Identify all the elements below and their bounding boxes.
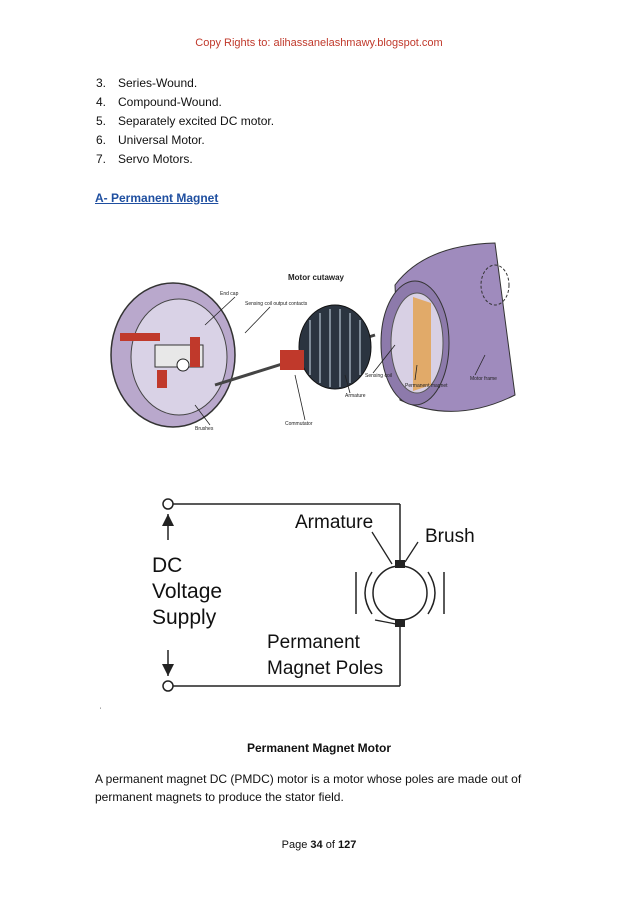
body-paragraph: A permanent magnet DC (PMDC) motor is a … — [95, 772, 522, 804]
schematic-supply-line1: DC — [152, 554, 182, 577]
pmdc-schematic: DC Voltage Supply Armature Brush Permane… — [152, 498, 475, 692]
schematic-supply-line3: Supply — [152, 606, 217, 629]
schematic-brush-label: Brush — [425, 526, 475, 547]
schematic-poles-line2: Magnet Poles — [267, 658, 383, 679]
label-commutator: Commutator — [285, 421, 313, 427]
label-permanent-magnet: Permanent magnet — [405, 383, 448, 389]
total-pages: 127 — [337, 839, 357, 851]
label-sensing-coil: Sensing coil — [365, 373, 392, 379]
stray-mark: ' — [100, 708, 102, 714]
figure-caption: Permanent Magnet Motor — [246, 741, 391, 755]
list-item: 4.Compound-Wound. — [96, 95, 222, 109]
list-item: 5.Separately excited DC motor. — [96, 114, 275, 128]
label-end-cap: End cap — [220, 291, 239, 297]
label-armature: Armature — [345, 393, 366, 399]
schematic-armature-label: Armature — [295, 512, 373, 533]
label-sensing-coil-output: Sensing coil output contacts — [245, 301, 308, 307]
page-header: Copy Rights to: alihassanelashmawy.blogs… — [195, 37, 443, 49]
section-heading: A- Permanent Magnet — [95, 191, 219, 205]
list-item: 3.Series-Wound. — [96, 76, 198, 90]
motor-type-list: 3.Series-Wound. 4.Compound-Wound. 5.Sepa… — [96, 74, 274, 169]
schematic-poles-line1: Permanent — [267, 632, 361, 653]
label-brushes: Brushes — [195, 426, 214, 432]
motor-cutaway-illustration: Motor cutaway End cap Sensing coil outpu… — [110, 242, 516, 432]
list-item: 6.Universal Motor. — [96, 133, 205, 147]
cutaway-title: Motor cutaway — [288, 273, 345, 282]
label-motor-frame: Motor frame — [470, 376, 497, 382]
list-item: 7.Servo Motors. — [96, 152, 193, 166]
page-footer: Page 34 of 127 — [281, 839, 357, 851]
schematic-supply-line2: Voltage — [152, 580, 222, 603]
current-page: 34 — [310, 839, 323, 851]
